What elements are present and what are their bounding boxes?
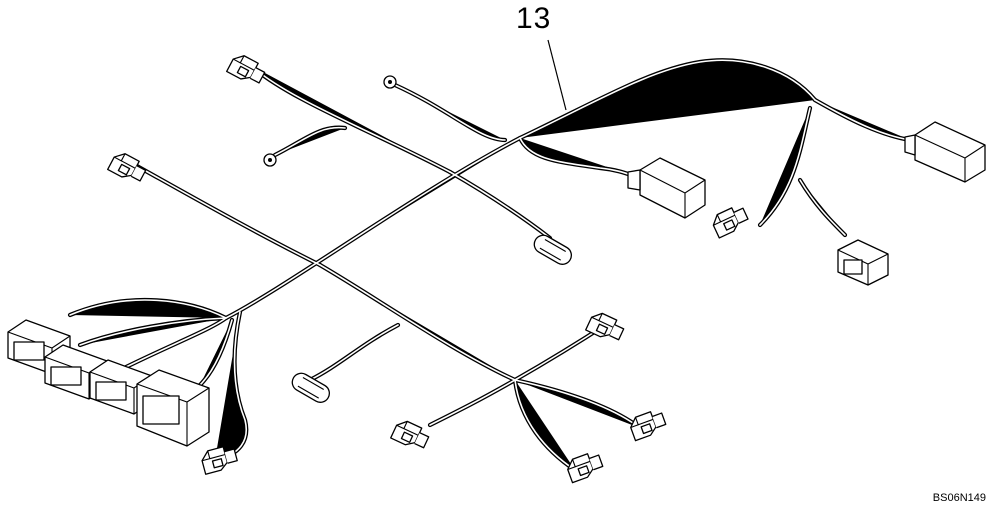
connector-lower-center-left bbox=[390, 417, 432, 453]
callout-number: 13 bbox=[516, 2, 552, 35]
connector-lower-right-mid bbox=[627, 407, 669, 442]
connector-lower-right-bottom bbox=[564, 449, 606, 484]
callout-leader-line bbox=[547, 39, 567, 111]
connector-mid-left bbox=[107, 149, 149, 187]
connector-right-lower-a bbox=[709, 202, 751, 239]
connector-lower-right-top bbox=[585, 309, 627, 345]
ring-terminal-upper bbox=[383, 75, 397, 89]
connector-oval-lower bbox=[291, 372, 330, 403]
connector-right-lower-b bbox=[837, 239, 889, 286]
ring-terminal-lower bbox=[263, 153, 277, 167]
connector-top-left bbox=[226, 51, 268, 89]
box-connector-right bbox=[904, 121, 986, 183]
connector-oval-center bbox=[533, 234, 572, 265]
drawing-code: BS06N149 bbox=[932, 492, 986, 504]
harness-wires bbox=[70, 60, 910, 470]
connector-large-4 bbox=[136, 369, 210, 447]
box-connector-center bbox=[627, 157, 706, 219]
